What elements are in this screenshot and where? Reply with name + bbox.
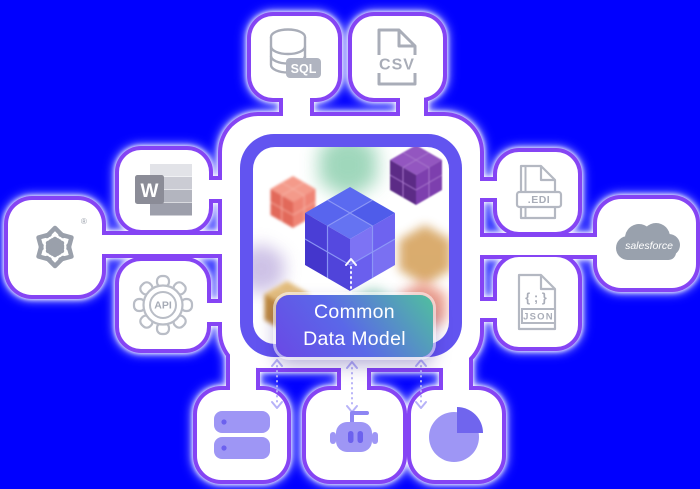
label-line-1: Common	[314, 300, 395, 323]
svg-text:API: API	[154, 300, 172, 312]
svg-text:JSON: JSON	[523, 312, 554, 323]
csv-node: CSV	[369, 27, 425, 87]
edi-file-icon: .EDI	[515, 164, 563, 220]
server-node	[214, 408, 270, 462]
api-node: API	[131, 273, 195, 337]
pie-chart-icon	[429, 407, 483, 462]
svg-text:CSV: CSV	[379, 57, 415, 74]
snowflake-node: ®	[21, 213, 89, 281]
pie-chart-node	[426, 405, 486, 465]
edi-node: .EDI	[509, 162, 565, 222]
server-storage-icon	[214, 411, 270, 459]
snowflake-icon: ®	[36, 217, 87, 269]
svg-text:.EDI: .EDI	[528, 194, 550, 206]
common-data-model-label: Common Data Model	[276, 295, 433, 357]
sql-node: SQL	[264, 25, 324, 89]
json-file-icon: { ; } JSON	[517, 273, 557, 331]
svg-text:salesforce: salesforce	[625, 240, 673, 252]
purple-cube	[389, 147, 443, 205]
braces-symbol: { ; }	[525, 290, 547, 305]
salesforce-node: salesforce	[608, 217, 684, 269]
json-node: { ; } JSON	[509, 271, 565, 333]
sql-database-icon: SQL	[269, 28, 321, 78]
svg-text:SQL: SQL	[291, 62, 317, 76]
label-line-2: Data Model	[303, 328, 406, 350]
salesforce-cloud-icon: salesforce	[616, 223, 680, 260]
robot-icon	[330, 411, 378, 452]
word-document-icon: W	[135, 164, 192, 216]
svg-text:W: W	[141, 181, 159, 202]
csv-file-icon: CSV	[374, 28, 420, 86]
tan-hexagon	[399, 225, 449, 285]
green-hexagon	[319, 147, 377, 199]
dashed-flow-arrows	[271, 359, 427, 413]
word-node: W	[135, 162, 193, 218]
lavender-hexagon	[253, 243, 284, 295]
registered-trademark: ®	[81, 217, 87, 226]
api-gear-icon: API	[132, 274, 194, 336]
blue-data-cube	[304, 187, 396, 291]
robot-node	[322, 406, 386, 464]
